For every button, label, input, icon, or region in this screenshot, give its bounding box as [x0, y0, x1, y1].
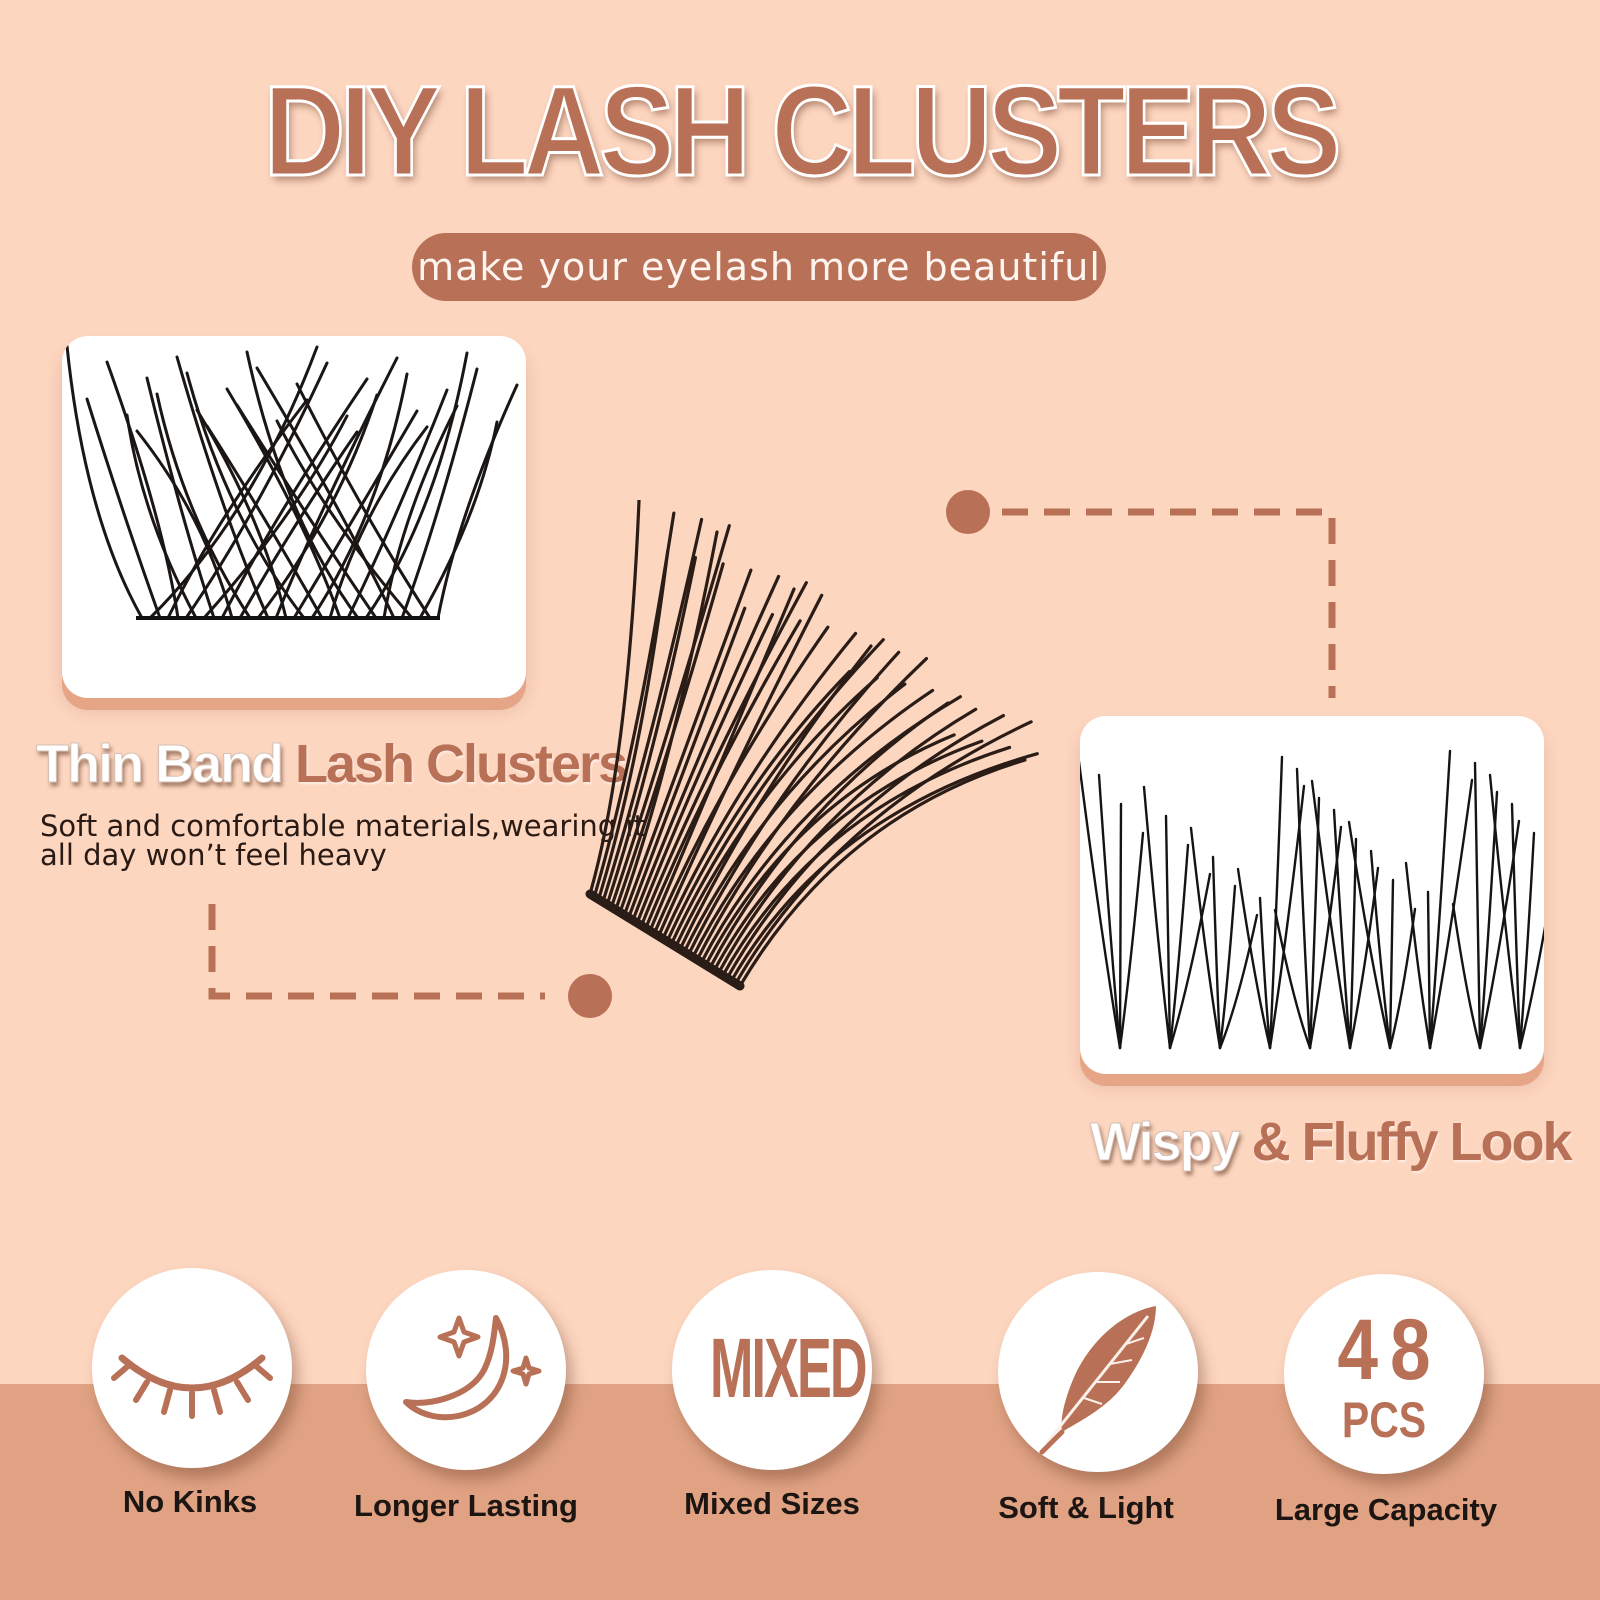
wispy-closeup-image: [1080, 716, 1544, 1074]
wispy-title-white: Wispy: [1090, 1112, 1242, 1173]
moon-stars-icon: [403, 1315, 542, 1421]
thin-band-description: Soft and comfortable materials,wearing i…: [40, 809, 645, 872]
badge-label-no-kinks: No Kinks: [122, 1484, 258, 1519]
thin-band-title-white: Thin Band: [36, 734, 285, 795]
subtitle-pill: make your eyelash more beautiful: [412, 233, 1106, 301]
page-title: DIY LASH CLUSTERS: [263, 60, 1343, 203]
lash-cluster-image: [585, 500, 1039, 991]
badge-label-longer-lasting: Longer Lasting: [354, 1488, 578, 1523]
badge-label-mixed-sizes: Mixed Sizes: [684, 1486, 860, 1521]
feather-icon: [1039, 1306, 1156, 1455]
count-number: 48: [1337, 1302, 1443, 1398]
soft-light-badge: [998, 1272, 1198, 1472]
mixed-text-icon: MIXED: [710, 1321, 867, 1415]
longer-lasting-badge: [366, 1270, 566, 1470]
count-unit: PCS: [1341, 1392, 1427, 1448]
right-connector-line: [946, 490, 1336, 698]
mixed-sizes-badge: MIXED: [672, 1270, 872, 1470]
wispy-title-brown: & Fluffy Look: [1251, 1112, 1573, 1172]
thin-band-title: Thin Band Lash Clusters: [36, 734, 629, 795]
closed-eye-icon: [111, 1354, 273, 1419]
thin-band-title-brown: Lash Clusters: [294, 734, 628, 794]
large-capacity-badge: 48 PCS: [1284, 1274, 1484, 1474]
badge-label-soft-light: Soft & Light: [998, 1490, 1174, 1525]
badge-label-large-capacity: Large Capacity: [1274, 1492, 1498, 1527]
thin-band-closeup-image: [62, 336, 526, 698]
left-connector-line: [208, 904, 612, 1018]
no-kinks-badge: [92, 1268, 292, 1468]
wispy-title: Wispy & Fluffy Look: [1090, 1112, 1573, 1173]
